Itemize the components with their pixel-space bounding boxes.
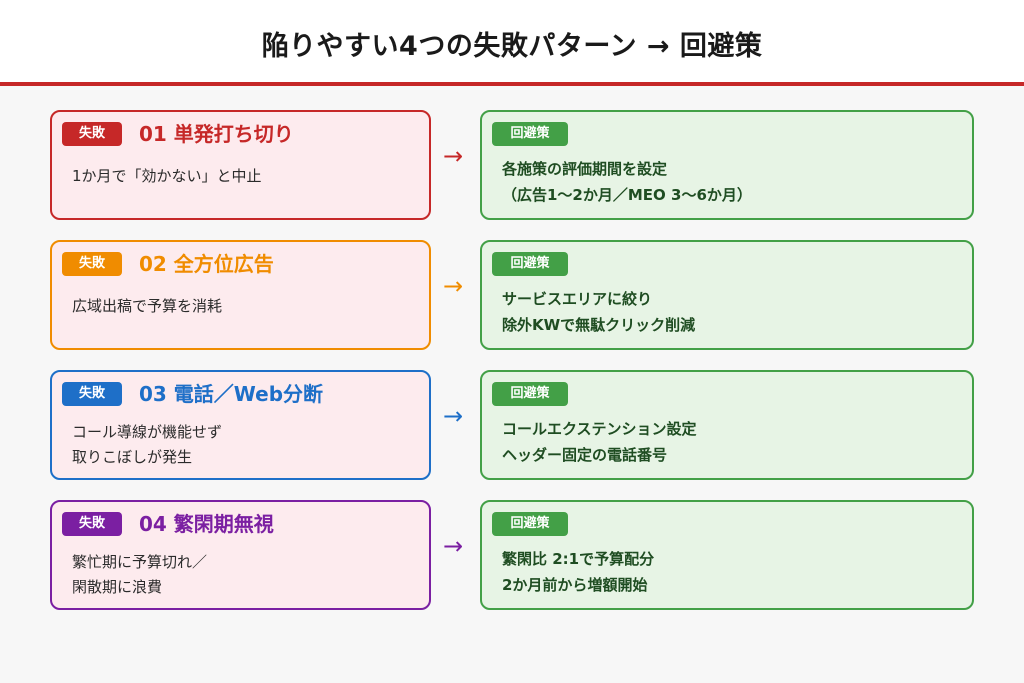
solution-line: 各施策の評価期間を設定 <box>502 160 668 178</box>
solution-text: 各施策の評価期間を設定 （広告1〜2か月／MEO 3〜6か月） <box>502 156 752 208</box>
failure-card-2: 失敗 02 全方位広告 広域出稿で予算を消耗 <box>50 240 431 350</box>
arrow-icon: → <box>442 142 464 170</box>
solution-line: コールエクステンション設定 <box>502 420 697 438</box>
solution-tag: 回避策 <box>492 252 568 276</box>
failure-description-line: 閑散期に浪費 <box>72 578 163 596</box>
solution-card-4: 回避策 繁閑比 2:1で予算配分 2か月前から増額開始 <box>480 500 974 610</box>
failure-description: 1か月で「効かない」と中止 <box>72 164 262 189</box>
solution-line: 2か月前から増額開始 <box>502 576 648 594</box>
failure-title: 03 電話／Web分断 <box>139 382 324 406</box>
solution-tag: 回避策 <box>492 512 568 536</box>
failure-tag: 失敗 <box>62 382 122 406</box>
failure-tag: 失敗 <box>62 122 122 146</box>
pattern-row-4: 失敗 04 繁閑期無視 繁忙期に予算切れ／ 閑散期に浪費 → 回避策 繁閑比 2… <box>0 500 1024 610</box>
failure-card-3: 失敗 03 電話／Web分断 コール導線が機能せず 取りこぼしが発生 <box>50 370 431 480</box>
failure-card-1: 失敗 01 単発打ち切り 1か月で「効かない」と中止 <box>50 110 431 220</box>
solution-tag: 回避策 <box>492 122 568 146</box>
failure-title: 04 繁閑期無視 <box>139 512 274 536</box>
failure-description: コール導線が機能せず 取りこぼしが発生 <box>72 420 222 470</box>
solution-text: サービスエリアに絞り 除外KWで無駄クリック削減 <box>502 286 695 338</box>
page-title: 陥りやすい4つの失敗パターン → 回避策 <box>261 31 763 62</box>
solution-line: サービスエリアに絞り <box>502 290 653 308</box>
solution-card-2: 回避策 サービスエリアに絞り 除外KWで無駄クリック削減 <box>480 240 974 350</box>
arrow-icon: → <box>442 272 464 300</box>
failure-tag: 失敗 <box>62 252 122 276</box>
solution-card-3: 回避策 コールエクステンション設定 ヘッダー固定の電話番号 <box>480 370 974 480</box>
solution-line: ヘッダー固定の電話番号 <box>502 446 668 464</box>
failure-title: 02 全方位広告 <box>139 252 274 276</box>
solution-line: 除外KWで無駄クリック削減 <box>502 316 696 334</box>
pattern-row-1: 失敗 01 単発打ち切り 1か月で「効かない」と中止 → 回避策 各施策の評価期… <box>0 110 1024 220</box>
failure-title: 01 単発打ち切り <box>139 122 294 146</box>
failure-tag: 失敗 <box>62 512 122 536</box>
solution-line: （広告1〜2か月／MEO 3〜6か月） <box>502 186 752 204</box>
arrow-icon: → <box>442 532 464 560</box>
failure-description-line: 1か月で「効かない」と中止 <box>72 167 262 185</box>
failure-description-line: 繁忙期に予算切れ／ <box>72 553 208 571</box>
solution-text: コールエクステンション設定 ヘッダー固定の電話番号 <box>502 416 697 468</box>
failure-description-line: コール導線が機能せず <box>72 423 223 441</box>
solution-card-1: 回避策 各施策の評価期間を設定 （広告1〜2か月／MEO 3〜6か月） <box>480 110 974 220</box>
pattern-row-3: 失敗 03 電話／Web分断 コール導線が機能せず 取りこぼしが発生 → 回避策… <box>0 370 1024 480</box>
solution-text: 繁閑比 2:1で予算配分 2か月前から増額開始 <box>502 546 654 598</box>
arrow-icon: → <box>442 402 464 430</box>
failure-description: 繁忙期に予算切れ／ 閑散期に浪費 <box>72 550 207 600</box>
failure-description-line: 取りこぼしが発生 <box>72 448 193 466</box>
failure-card-4: 失敗 04 繁閑期無視 繁忙期に予算切れ／ 閑散期に浪費 <box>50 500 431 610</box>
page-header: 陥りやすい4つの失敗パターン → 回避策 <box>0 0 1024 86</box>
solution-tag: 回避策 <box>492 382 568 406</box>
failure-description-line: 広域出稿で予算を消耗 <box>72 297 223 315</box>
pattern-row-2: 失敗 02 全方位広告 広域出稿で予算を消耗 → 回避策 サービスエリアに絞り … <box>0 240 1024 350</box>
solution-line: 繁閑比 2:1で予算配分 <box>502 550 655 568</box>
failure-description: 広域出稿で予算を消耗 <box>72 294 222 319</box>
